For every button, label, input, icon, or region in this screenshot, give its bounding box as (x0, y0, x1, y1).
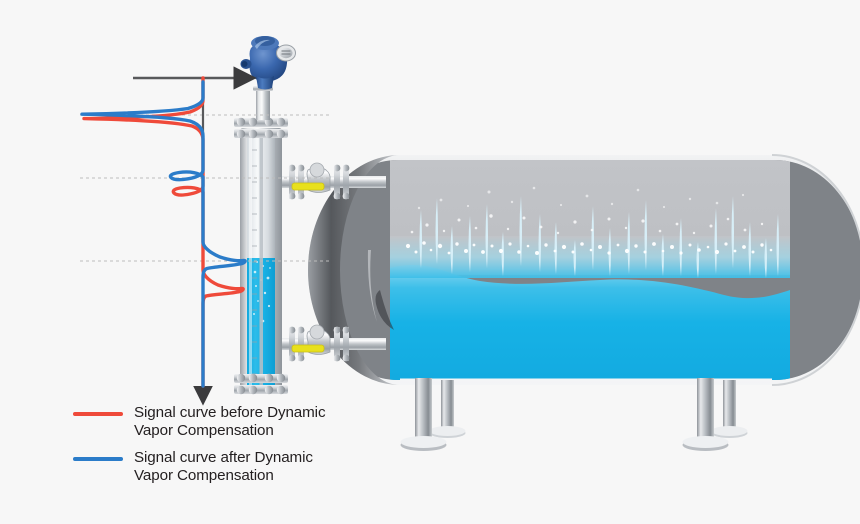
lower-isolation-valve[interactable] (291, 324, 331, 355)
upper-isolation-valve[interactable] (291, 162, 331, 193)
upper-process-connection (276, 162, 386, 200)
lower-flange-vessel (333, 326, 350, 362)
transmitter-display[interactable] (276, 44, 296, 62)
lower-process-connection (276, 324, 386, 362)
legend-item-after: Signal curve after Dynamic Vapor Compens… (73, 449, 403, 485)
horizontal-pressure-vessel (308, 154, 860, 386)
vessel-legs (400, 378, 748, 451)
vessel-liquid (390, 265, 790, 380)
vessel-leg-rear-right (711, 380, 748, 438)
probe-rod (259, 133, 263, 385)
upper-flange-vessel (333, 164, 350, 200)
vessel-cap-highlight (367, 250, 377, 322)
legend-label-after: Signal curve after Dynamic Vapor Compens… (134, 449, 313, 484)
process-connections (276, 162, 386, 362)
vessel-cap-shadow (375, 290, 394, 330)
legend: Signal curve before Dynamic Vapor Compen… (73, 404, 403, 494)
vessel-leg-front-left (400, 378, 447, 451)
vessel-boiling-band (390, 236, 790, 278)
legend-item-before: Signal curve before Dynamic Vapor Compen… (73, 404, 403, 440)
lower-flange-chamber (288, 326, 305, 362)
radar-level-transmitter[interactable] (240, 36, 296, 120)
bypass-chamber (234, 117, 288, 395)
vessel-leg-rear-left (429, 380, 466, 438)
red-line-swatch (73, 412, 123, 416)
transmitter-neck (256, 88, 270, 120)
upper-flange-chamber (288, 164, 305, 200)
blue-line-swatch (73, 457, 123, 461)
vessel-right-end-cap (771, 154, 860, 386)
vessel-leg-front-right (682, 378, 729, 451)
vessel-left-end-cap (308, 155, 400, 385)
chamber-bottom-flange (234, 373, 288, 395)
lower-valve-handle[interactable] (291, 344, 325, 353)
vapor-streaks (419, 196, 779, 278)
signal-curve-before (82, 76, 245, 388)
chamber-top-flange (234, 117, 288, 139)
transmitter-cable-gland (240, 59, 252, 69)
signal-curve-after (80, 80, 247, 388)
legend-label-before: Signal curve before Dynamic Vapor Compen… (134, 404, 326, 439)
foam-bubbles (405, 186, 773, 255)
transmitter-highlight (255, 39, 270, 49)
upper-valve-handle[interactable] (291, 182, 325, 191)
signal-plot (80, 66, 330, 406)
transmitter-lower-boss (256, 76, 274, 90)
